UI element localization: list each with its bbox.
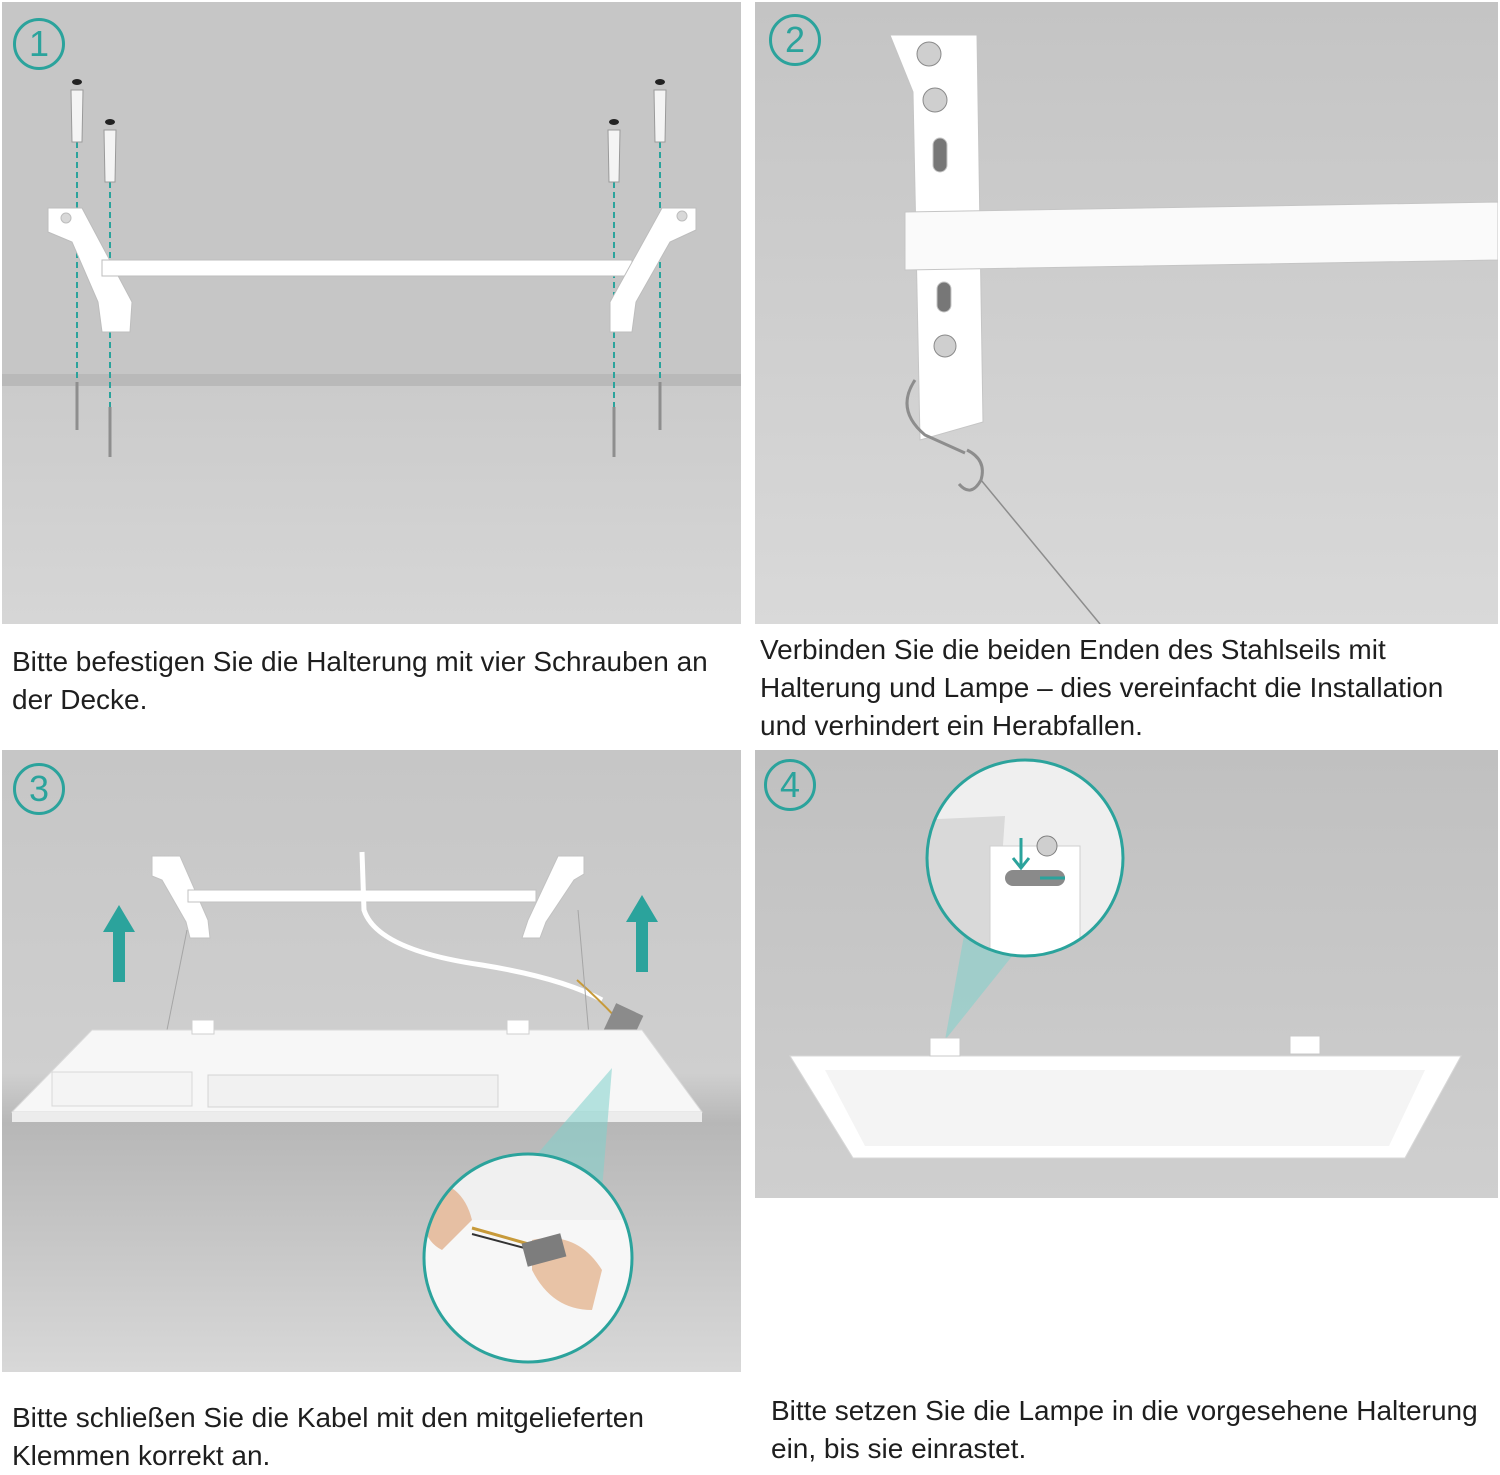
step-2-caption: Verbinden Sie die beiden Enden des Stahl…	[760, 634, 1444, 741]
arrow-up-icon	[103, 895, 658, 982]
screw-icon	[916, 41, 957, 358]
step-number-badge: 2	[769, 14, 821, 66]
wall-plug-icon	[70, 79, 667, 183]
screw-icon	[75, 382, 662, 457]
led-panel	[789, 1035, 1462, 1159]
step-number-badge: 3	[13, 763, 65, 815]
led-panel	[10, 1019, 703, 1122]
step-3-caption: Bitte schließen Sie die Kabel mit den mi…	[12, 1402, 644, 1471]
step-4-caption: Bitte setzen Sie die Lampe in die vorges…	[771, 1395, 1478, 1464]
step-3-illustration: 3	[2, 750, 741, 1372]
step-number-badge: 1	[13, 18, 65, 70]
bracket	[889, 34, 1498, 441]
step-1-caption: Bitte befestigen Sie die Halterung mit v…	[12, 646, 708, 715]
step-4-illustration: 4	[755, 750, 1498, 1198]
steel-cable	[980, 479, 1101, 624]
step-1-illustration: 1	[2, 2, 741, 624]
power-cable	[359, 851, 604, 1003]
step-number-badge: 4	[764, 759, 816, 811]
zoom-pointer	[945, 930, 1017, 1040]
bracket	[47, 207, 697, 333]
step-2-illustration: 2	[755, 2, 1498, 624]
